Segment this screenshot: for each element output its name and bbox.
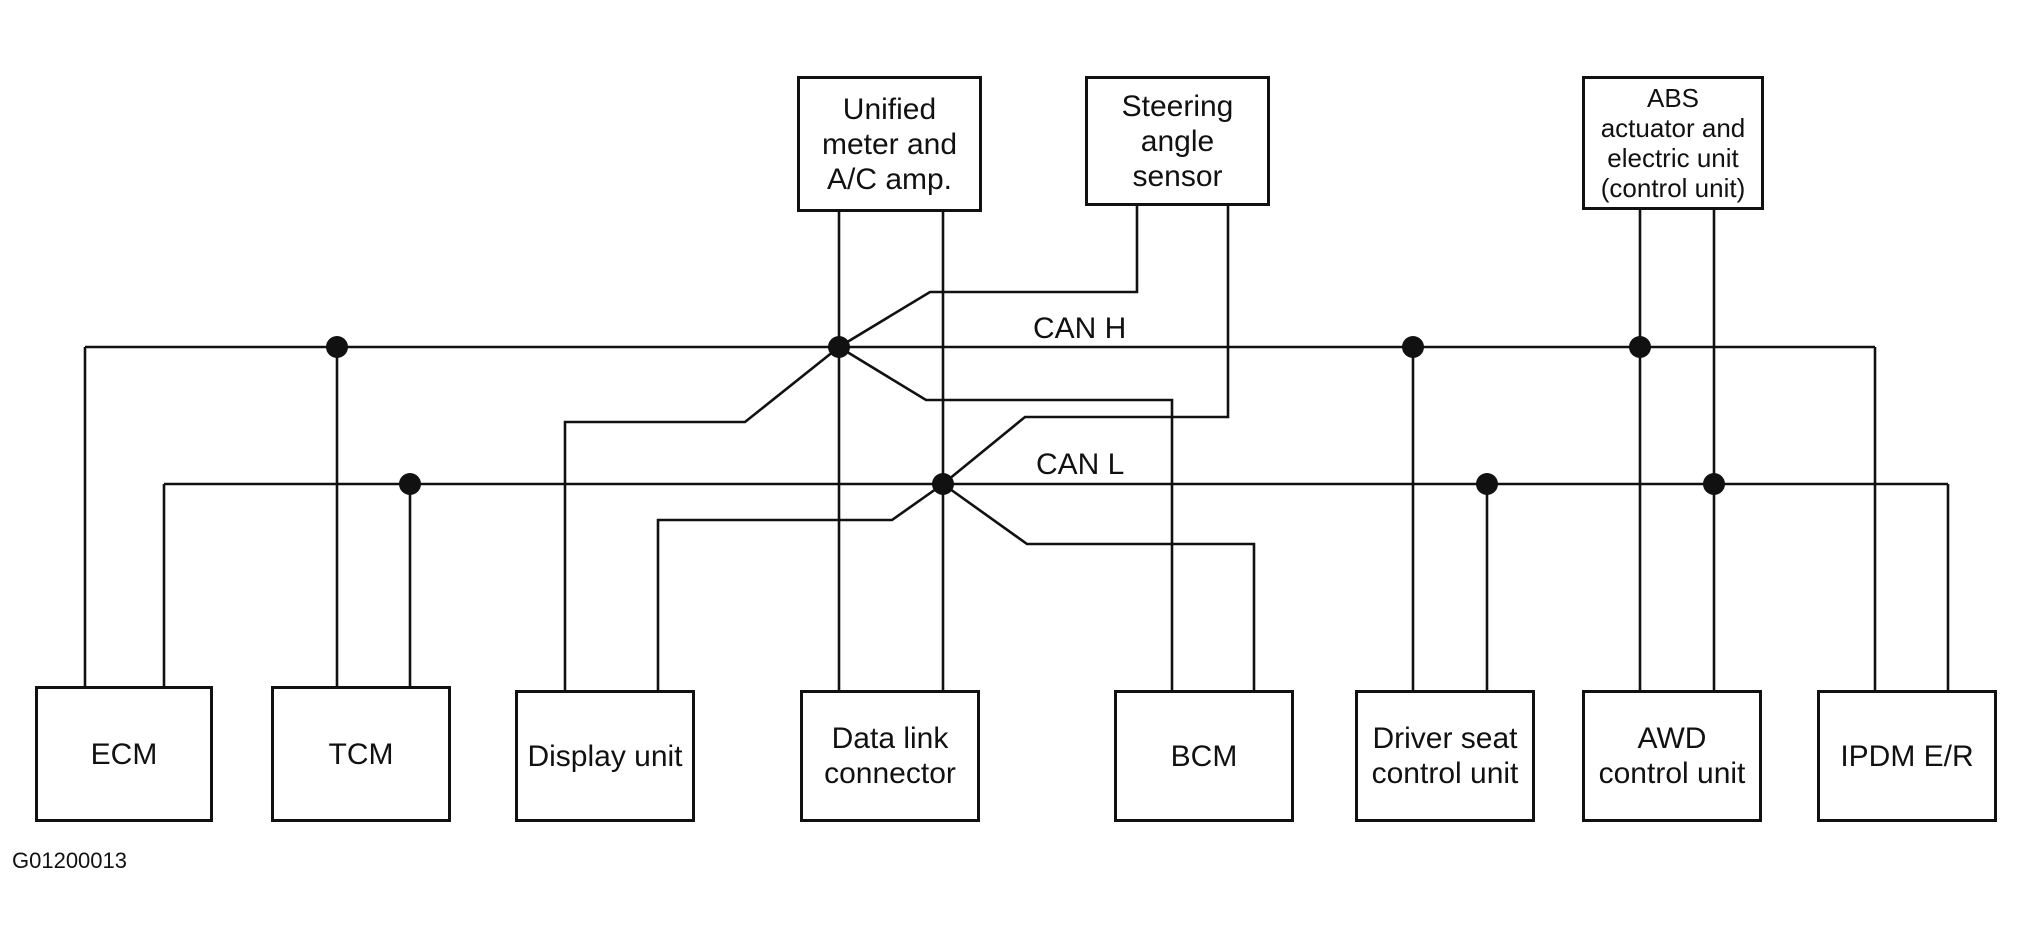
bcm-box: BCM xyxy=(1114,690,1294,822)
tcm-box: TCM xyxy=(271,686,451,822)
wire-bcm-can-l xyxy=(942,482,1256,690)
ecm-box: ECM xyxy=(35,686,213,822)
abs-unit-box: ABS actuator and electric unit (control … xyxy=(1582,76,1764,210)
wire-display-can-h xyxy=(563,345,840,690)
driver-seat-control-box: Driver seat control unit xyxy=(1355,690,1535,822)
wire-steering-can-l xyxy=(942,206,1230,486)
display-unit-box: Display unit xyxy=(515,690,695,822)
junction-dot xyxy=(1476,473,1498,495)
junction-dot xyxy=(932,473,954,495)
figure-id: G01200013 xyxy=(12,848,127,873)
wire-display-can-l xyxy=(656,482,944,690)
can-h-label: CAN H xyxy=(1033,312,1127,345)
junction-dot xyxy=(326,336,348,358)
unified-meter-box: Unified meter and A/C amp. xyxy=(797,76,982,212)
junction-dot xyxy=(1629,336,1651,358)
awd-control-box: AWD control unit xyxy=(1582,690,1762,822)
junction-dot xyxy=(399,473,421,495)
junction-dot xyxy=(828,336,850,358)
wire-bcm-can-h xyxy=(838,345,1174,690)
data-link-connector-box: Data link connector xyxy=(800,690,980,822)
wire-steering-can-h xyxy=(838,206,1139,349)
ipdm-box: IPDM E/R xyxy=(1817,690,1997,822)
can-l-label: CAN L xyxy=(1036,448,1125,481)
junction-dot xyxy=(1402,336,1424,358)
steering-sensor-box: Steering angle sensor xyxy=(1085,76,1270,206)
junction-dot xyxy=(1703,473,1725,495)
